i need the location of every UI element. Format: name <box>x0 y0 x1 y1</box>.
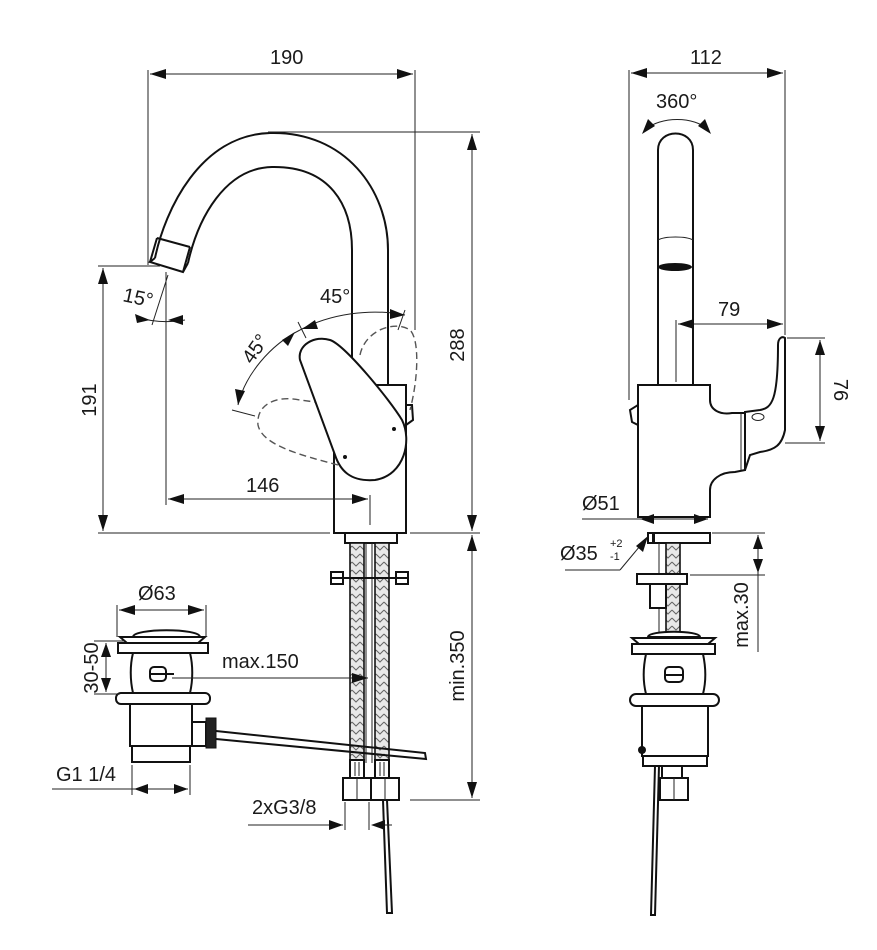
side-pop-up-waste <box>629 630 720 916</box>
label-lever-reach: 79 <box>718 299 740 321</box>
lever-phantom-front <box>257 398 339 466</box>
label-spout-reach: 146 <box>246 475 279 497</box>
front-view: 190 288 191 146 <box>52 47 480 914</box>
label-lever-height: 76 <box>829 379 851 401</box>
side-lever <box>744 336 786 471</box>
lever-handle <box>298 337 408 482</box>
label-spout-angle: 15° <box>121 284 155 312</box>
label-hose-length: min.350 <box>447 630 469 701</box>
label-lever-angle-front: 45° <box>238 330 273 367</box>
dim-lever-reach: 79 <box>675 299 783 382</box>
label-waste-diameter: Ø63 <box>138 583 176 605</box>
dim-pull-rod: max.150 <box>172 651 368 683</box>
label-waste-clamp: 30-50 <box>81 642 103 693</box>
side-spout <box>657 132 694 385</box>
dim-hole-diameter: Ø35 +2 -1 <box>560 536 648 571</box>
dim-waste-thread: G1 1/4 <box>52 764 191 795</box>
aerator-outlet <box>658 263 692 271</box>
label-pull-rod: max.150 <box>222 651 299 673</box>
label-lever-angle-back: 45° <box>320 286 350 308</box>
side-supply-hose <box>665 542 681 634</box>
label-deck-thickness: max.30 <box>731 582 753 648</box>
label-overall-height: 288 <box>447 328 469 361</box>
pop-up-knob <box>405 404 415 426</box>
dim-overall-depth: 112 <box>628 47 786 400</box>
dim-spout-height: 191 <box>79 265 330 534</box>
dim-overall-width: 190 <box>147 47 416 330</box>
dim-overall-height: 288 <box>268 131 480 534</box>
label-waste-thread: G1 1/4 <box>56 764 116 786</box>
pop-up-rod <box>382 799 394 914</box>
dim-waste-clamp: 30-50 <box>81 640 125 695</box>
side-body <box>637 384 746 518</box>
label-body-diameter: Ø51 <box>582 493 620 515</box>
dim-deck-thickness: max.30 <box>690 532 765 652</box>
label-hole-diameter: Ø35 <box>560 543 598 565</box>
side-fixing-bracket <box>636 573 688 585</box>
label-swivel: 360° <box>656 91 697 113</box>
label-hole-tolerance-plus: +2 <box>610 538 623 550</box>
label-overall-width: 190 <box>270 47 303 69</box>
dim-spout-angle: 15° <box>121 274 186 326</box>
label-supply-connections: 2xG3/8 <box>252 797 316 819</box>
pop-up-waste <box>115 629 428 763</box>
label-spout-height: 191 <box>79 383 101 416</box>
dim-spout-reach: 146 <box>165 272 371 525</box>
dim-supply-connections: 2xG3/8 <box>248 797 392 830</box>
supply-hose-right <box>374 542 390 764</box>
threaded-shank-cap <box>344 532 398 544</box>
label-overall-depth: 112 <box>690 47 722 69</box>
dim-waste-diameter: Ø63 <box>116 583 207 637</box>
dim-lever-height: 76 <box>785 337 851 444</box>
spout <box>147 131 389 385</box>
supply-hose-left <box>349 542 365 764</box>
side-view: 112 360° 79 76 <box>560 47 851 916</box>
label-hole-tolerance-minus: -1 <box>610 551 620 563</box>
lever-phantom-back <box>359 325 418 411</box>
dim-body-diameter: Ø51 <box>582 493 708 524</box>
dim-swivel: 360° <box>642 91 711 134</box>
dim-hose-length: min.350 <box>410 535 480 801</box>
